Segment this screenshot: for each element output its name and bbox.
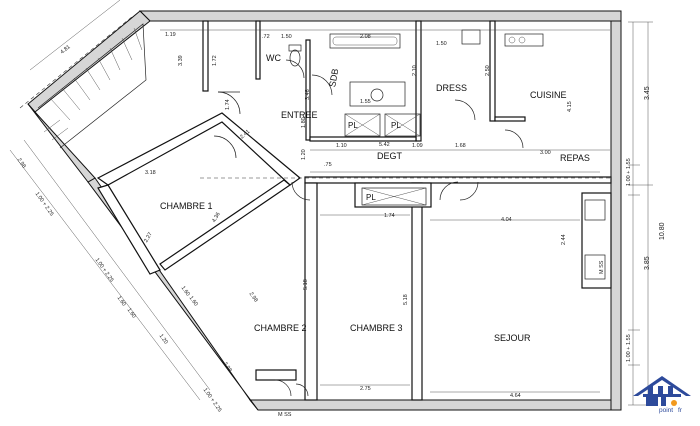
dim-075: .75 [324,162,332,168]
house-icon [633,376,691,406]
room-label-pl-bottom: PL [366,193,376,202]
room-label-chambre-2: CHAMBRE 2 [254,323,307,333]
dimension-lines [9,0,653,406]
dim-160b: 1.60 [188,295,199,307]
dim-210: 2.10 [412,65,418,76]
outer-dim-345: 3.45 [644,86,651,100]
room-label-entree: ENTREE [281,110,318,120]
room-label-cuisine: CUISINE [530,90,567,100]
dim-155: 1.55 [360,99,371,105]
dim-109: 1.09 [412,143,423,149]
storage-pl [344,113,427,206]
dim-481: 4.81 [60,44,72,55]
dim-172: 1.72 [212,55,218,66]
dim-241: 2.41 [239,129,251,140]
brand-text-fr: fr [678,407,683,414]
dim-518b: 5.18 [403,294,409,305]
outer-dim-l160b: 1.60 [126,307,137,319]
dim-168: 1.68 [455,143,466,149]
dim-404: 4.04 [501,217,512,223]
room-label-dress: DRESS [436,83,467,93]
dim-208: 2.08 [360,34,371,40]
outer-dim-385: 3.85 [644,256,651,270]
outer-dim-l100c: 1.00 + 2.25 [202,387,223,413]
dim-318: 3.18 [145,170,156,176]
room-label-ms-right: M SS [599,260,605,274]
dim-346: 3.46 [305,89,311,100]
interior-walls [96,20,612,401]
room-label-degt: DEGT [377,151,403,161]
dim-110: 1.10 [336,143,347,149]
outer-dim-100b: 1.00 + 1.55 [626,334,632,362]
dim-150: 1.50 [281,34,292,40]
fixtures [288,29,606,280]
room-label-sdb: SDB [327,68,340,88]
outer-dim-100a: 1.00 + 1.55 [626,158,632,186]
dim-300: 3.00 [540,150,551,156]
room-label-wc: WC [266,53,281,63]
room-labels: WC SDB ENTREE DRESS CUISINE REPAS DEGT C… [160,53,605,418]
outer-dimension-labels: 3.45 1.00 + 1.55 10.80 3.85 1.00 + 1.55 … [16,86,666,413]
dim-072: .72 [262,34,270,40]
dim-227: 2.27 [143,231,154,243]
dim-298b: 2.98 [248,291,259,303]
outer-dim-l160: 1.60 [116,295,127,307]
outer-dim-l298: 2.98 [16,157,27,169]
outer-dim-l100b: 1.00 + 2.25 [94,257,115,283]
dimension-labels: 4.81 1.19 .72 1.50 2.08 1.50 3.39 1.72 2… [60,32,573,399]
dim-174b: 1.74 [225,99,231,110]
brand-logo: point fr [633,376,691,414]
dim-339: 3.39 [178,55,184,66]
room-label-chambre-1: CHAMBRE 1 [160,201,213,211]
room-label-sejour: SEJOUR [494,333,531,343]
dim-436: 4.36 [211,211,222,223]
dim-415: 4.15 [567,101,573,112]
dim-150b: 1.50 [436,41,447,47]
room-label-pl-right: PL [391,121,401,130]
dim-518a: 5.18 [303,279,309,290]
dim-180: 1.80 [301,117,307,128]
room-label-chambre-3: CHAMBRE 3 [350,323,403,333]
room-label-ms-bottom: M SS [278,412,292,418]
room-label-repas: REPAS [560,153,590,163]
dim-119: 1.19 [165,32,176,38]
dim-542: 5.42 [379,142,390,148]
dim-160: 1.60 [180,285,191,297]
room-label-pl-left: PL [348,121,358,130]
dim-464: 4.64 [510,393,521,399]
dim-244: 2.44 [561,234,567,245]
dim-174: 1.74 [384,213,395,219]
door-swings [213,59,524,397]
dim-120: 1.20 [301,149,307,160]
outer-dim-1080: 10.80 [659,222,666,240]
brand-text-point: point [659,407,673,414]
staircase [19,15,147,149]
outer-dim-l120: 1.20 [158,333,169,345]
dim-298: 2.98 [222,361,233,373]
dim-250: 2.50 [485,65,491,76]
dim-275: 2.75 [360,386,371,392]
